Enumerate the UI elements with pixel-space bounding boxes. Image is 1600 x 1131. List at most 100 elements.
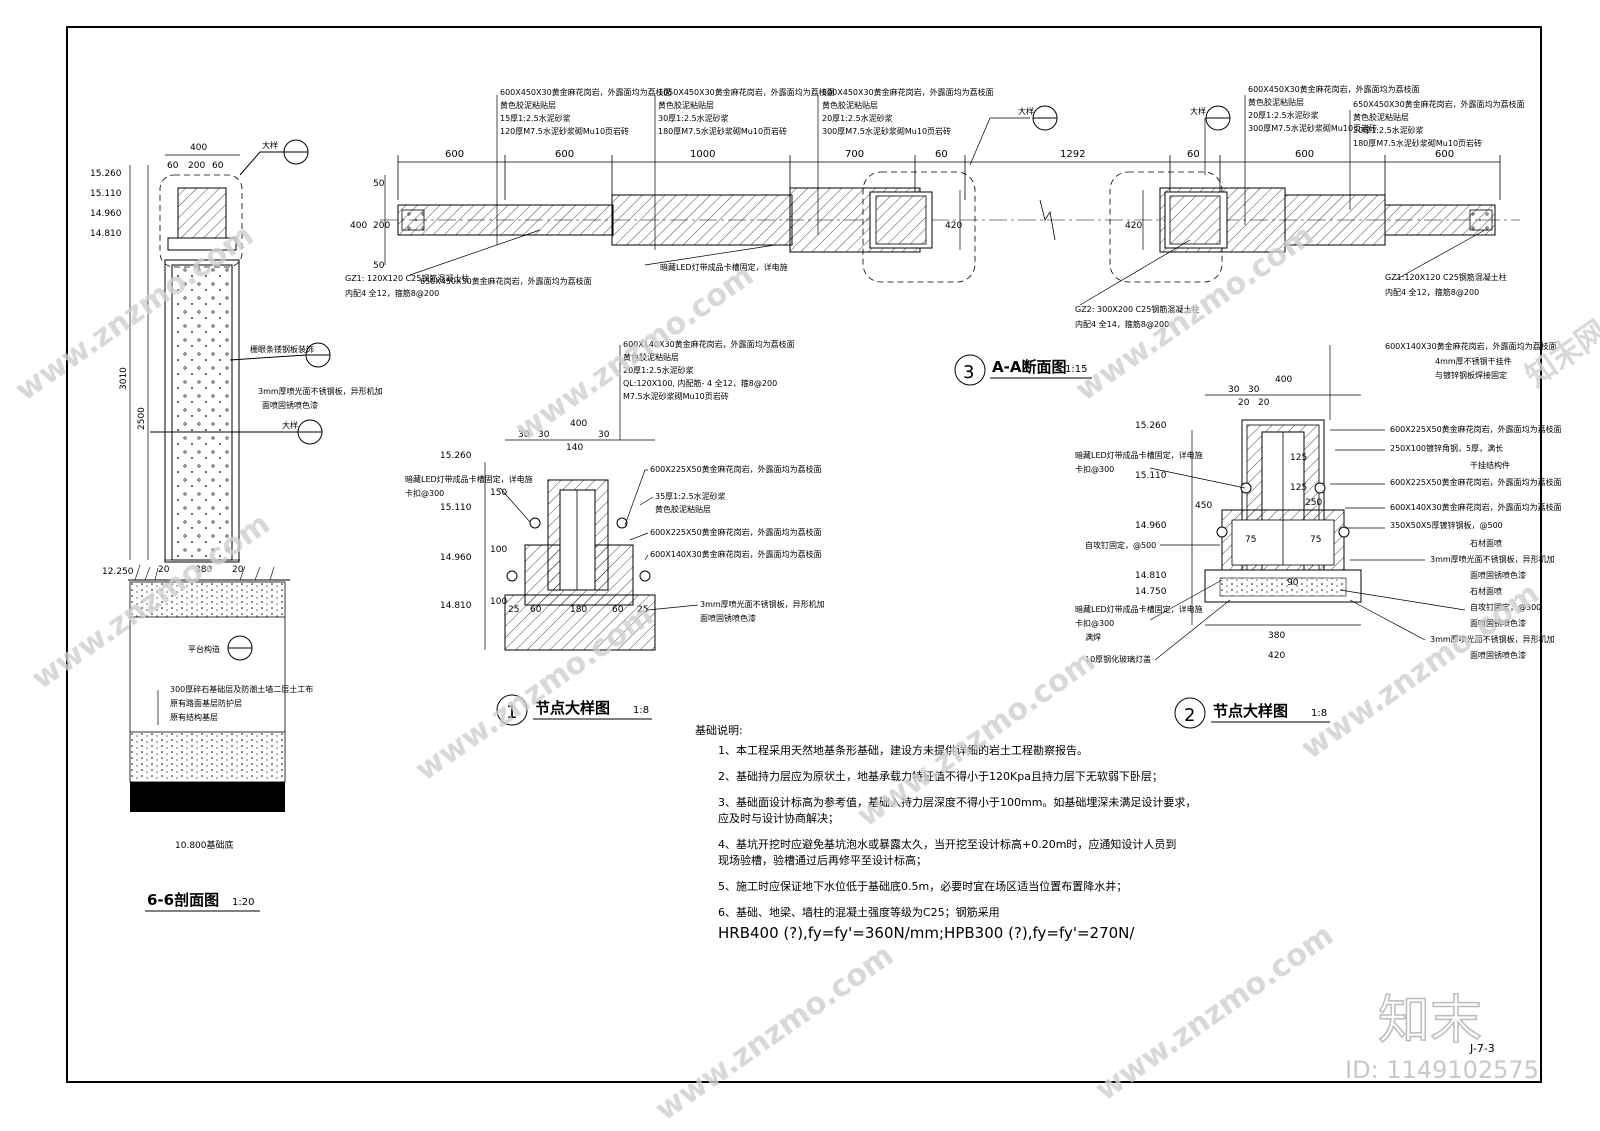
svg-text:干挂结构件: 干挂结构件 (1470, 460, 1510, 470)
notes-heading: 基础说明: (695, 723, 743, 737)
svg-text:面喷固锈喷色漆: 面喷固锈喷色漆 (1470, 570, 1526, 580)
svg-text:60: 60 (612, 605, 624, 615)
svg-text:600X450X30黄金麻花岗岩，外露面均为荔枝面: 600X450X30黄金麻花岗岩，外露面均为荔枝面 (1248, 84, 1420, 94)
dim-text: 1000 (690, 149, 715, 160)
detail-2: 400 30 30 20 20 125 125 250 75 75 90 380… (1075, 341, 1562, 729)
id-text: ID: 1149102575 (1345, 1056, 1539, 1084)
watermark-brand: 知末网 (1520, 314, 1600, 394)
svg-text:600X225X50黄金麻花岗岩，外露面均为荔枝面: 600X225X50黄金麻花岗岩，外露面均为荔枝面 (650, 464, 822, 474)
detail-2-scale: 1:8 (1311, 708, 1327, 719)
svg-text:自攻钉固定，@300: 自攻钉固定，@300 (1470, 602, 1541, 612)
svg-text:大样: 大样 (262, 140, 278, 150)
detail-1: 400 30 30 140 30 15.260 15.110 14.960 14… (405, 339, 825, 726)
section-6-6: 400 60 200 60 15.260 15.110 14.960 14.81… (90, 139, 383, 912)
svg-text:200: 200 (373, 221, 390, 231)
svg-text:14.750: 14.750 (1135, 587, 1167, 597)
svg-text:15.260: 15.260 (1135, 421, 1167, 431)
watermark-layer: www.znzmo.com www.znzmo.com www.znzmo.co… (9, 218, 1600, 1128)
svg-text:1050X450X30黄金麻花岗岩，外露面均为荔枝面: 1050X450X30黄金麻花岗岩，外露面均为荔枝面 (658, 87, 835, 97)
svg-text:黄色胶泥粘贴层: 黄色胶泥粘贴层 (822, 100, 878, 110)
svg-text:15.110: 15.110 (440, 503, 472, 513)
svg-text:90: 90 (1287, 578, 1299, 588)
svg-text:14.810: 14.810 (1135, 571, 1167, 581)
section-scale: 1:15 (1065, 364, 1087, 375)
svg-text:300厚M7.5水泥砂浆砌Mu10页岩砖: 300厚M7.5水泥砂浆砌Mu10页岩砖 (822, 126, 951, 136)
svg-text:黄色胶泥粘贴层: 黄色胶泥粘贴层 (1353, 112, 1409, 122)
note-item: 应及时与设计协商解决； (718, 811, 839, 825)
callout-label: 大样 (1190, 106, 1206, 116)
svg-text:15.260: 15.260 (90, 169, 122, 179)
svg-text:3010: 3010 (119, 367, 129, 390)
svg-text:35厚1:2.5水泥砂浆: 35厚1:2.5水泥砂浆 (655, 491, 726, 501)
svg-text:10.800基础底: 10.800基础底 (175, 839, 234, 851)
dim-text: 600 (1435, 149, 1454, 160)
svg-text:GZ1: 120X120 C25钢筋混凝土柱: GZ1: 120X120 C25钢筋混凝土柱 (345, 273, 469, 283)
svg-text:3mm厚喷光面不锈钢板，异形机加: 3mm厚喷光面不锈钢板，异形机加 (1430, 554, 1555, 564)
note-item: 6、基础、地梁、墙柱的混凝土强度等级为C25；钢筋采用 (718, 905, 1000, 919)
svg-text:面喷固锈喷色漆: 面喷固锈喷色漆 (1470, 650, 1526, 660)
svg-text:420: 420 (1125, 221, 1142, 231)
svg-text:250: 250 (1305, 498, 1322, 508)
svg-text:4mm厚不锈钢干挂件: 4mm厚不锈钢干挂件 (1435, 356, 1512, 366)
svg-text:125: 125 (1290, 483, 1307, 493)
svg-text:GZ1:120X120 C25钢筋混凝土柱: GZ1:120X120 C25钢筋混凝土柱 (1385, 272, 1507, 282)
svg-text:卡扣@300: 卡扣@300 (405, 488, 444, 498)
svg-text:面喷固锈喷色漆: 面喷固锈喷色漆 (700, 613, 756, 623)
svg-text:15.260: 15.260 (440, 451, 472, 461)
svg-text:650X450X30黄金麻花岗岩，外露面均为荔枝面: 650X450X30黄金麻花岗岩，外露面均为荔枝面 (1353, 99, 1525, 109)
svg-text:内配4 全14，箍筋8@200: 内配4 全14，箍筋8@200 (1075, 319, 1169, 329)
svg-text:60: 60 (212, 161, 224, 171)
svg-text:内配4 全12，箍筋8@200: 内配4 全12，箍筋8@200 (1385, 287, 1479, 297)
foundation-notes: 基础说明: 1、本工程采用天然地基条形基础，建设方未提供详细的岩土工程勘察报告。… (695, 723, 1196, 942)
svg-text:140: 140 (566, 443, 583, 453)
svg-text:面喷固锈喷色漆: 面喷固锈喷色漆 (262, 400, 318, 410)
svg-text:30厚1:2.5水泥砂浆: 30厚1:2.5水泥砂浆 (1353, 125, 1424, 135)
dim-text: 600 (1295, 149, 1314, 160)
svg-text:满焊: 满焊 (1085, 632, 1101, 642)
dim-text: 1292 (1060, 149, 1085, 160)
svg-text:180厚M7.5水泥砂浆砌Mu10页岩砖: 180厚M7.5水泥砂浆砌Mu10页岩砖 (658, 126, 787, 136)
note-item: 1、本工程采用天然地基条形基础，建设方未提供详细的岩土工程勘察报告。 (718, 743, 1088, 757)
svg-text:暗藏LED灯带成品卡槽固定，详电施: 暗藏LED灯带成品卡槽固定，详电施 (660, 262, 788, 272)
svg-text:14.810: 14.810 (440, 601, 472, 611)
svg-text:原有结构基层: 原有结构基层 (170, 712, 218, 722)
svg-text:400: 400 (350, 221, 367, 231)
note-item: 5、施工时应保证地下水位低于基础底0.5m，必要时宜在场区适当位置布置降水井； (718, 879, 1127, 893)
svg-text:原有路面基层防护层: 原有路面基层防护层 (170, 698, 242, 708)
dim-text: 700 (845, 149, 864, 160)
svg-text:380: 380 (1268, 631, 1285, 641)
svg-text:600X225X50黄金麻花岗岩，外露面均为荔枝面: 600X225X50黄金麻花岗岩，外露面均为荔枝面 (650, 527, 822, 537)
svg-text:暗藏LED灯带成品卡槽固定，详电施: 暗藏LED灯带成品卡槽固定，详电施 (405, 474, 533, 484)
svg-text:30: 30 (1228, 385, 1240, 395)
svg-text:内配4 全12，箍筋8@200: 内配4 全12，箍筋8@200 (345, 288, 439, 298)
dim-text: 600 (445, 149, 464, 160)
svg-text:300厚碎石基础层及防潮土墙二层土工布: 300厚碎石基础层及防潮土墙二层土工布 (170, 684, 313, 694)
detail-1-scale: 1:8 (633, 705, 649, 716)
dim-text: 600 (555, 149, 574, 160)
detail-2-no: 2 (1184, 705, 1195, 726)
svg-text:150: 150 (490, 488, 507, 498)
svg-text:3mm厚喷光面不锈钢板，异形机加: 3mm厚喷光面不锈钢板，异形机加 (258, 386, 383, 396)
svg-text:400: 400 (570, 419, 587, 429)
svg-text:420: 420 (1268, 651, 1285, 661)
svg-text:75: 75 (1310, 535, 1321, 545)
svg-text:20: 20 (1258, 398, 1270, 408)
svg-text:暗藏LED灯带成品卡槽固定，详电施: 暗藏LED灯带成品卡槽固定，详电施 (1075, 450, 1203, 460)
svg-text:60: 60 (530, 605, 542, 615)
svg-text:20厚1:2.5水泥砂浆: 20厚1:2.5水泥砂浆 (623, 365, 694, 375)
svg-text:20厚1:2.5水泥砂浆: 20厚1:2.5水泥砂浆 (822, 113, 893, 123)
svg-text:300厚M7.5水泥砂浆砌Mu10页岩砖: 300厚M7.5水泥砂浆砌Mu10页岩砖 (1248, 123, 1377, 133)
sheet-border (66, 26, 1542, 1083)
svg-text:75: 75 (1245, 535, 1256, 545)
svg-text:600X140X30黄金麻花岗岩，外露面均为荔枝面: 600X140X30黄金麻花岗岩，外露面均为荔枝面 (650, 549, 822, 559)
svg-text:50: 50 (373, 261, 385, 271)
detail-2-title: 节点大样图 (1213, 702, 1288, 720)
svg-text:60: 60 (167, 161, 179, 171)
svg-text:14.960: 14.960 (1135, 521, 1167, 531)
svg-text:30厚1:2.5水泥砂浆: 30厚1:2.5水泥砂浆 (658, 113, 729, 123)
svg-text:3mm厚喷光面不锈钢板，异形机加: 3mm厚喷光面不锈钢板，异形机加 (1430, 634, 1555, 644)
note-item: 2、基础持力层应为原状土，地基承载力特征值不得小于120Kpa且持力层下无软弱下… (718, 769, 1163, 783)
detail-1-title: 节点大样图 (535, 699, 610, 717)
svg-text:600X225X50黄金麻花岗岩，外露面均为荔枝面: 600X225X50黄金麻花岗岩，外露面均为荔枝面 (1390, 424, 1562, 434)
